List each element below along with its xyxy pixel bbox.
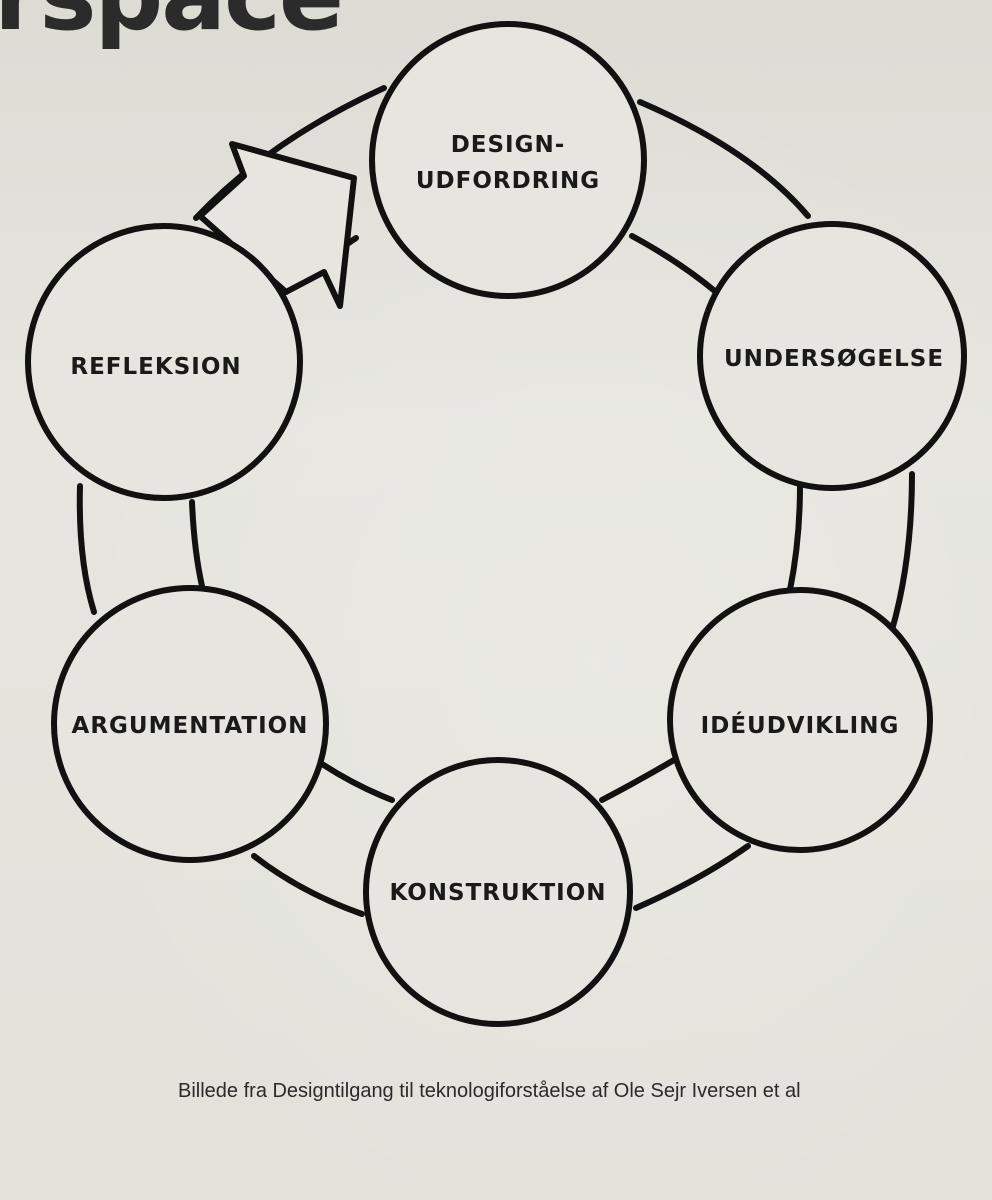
cycle-arrow-icon — [197, 141, 357, 309]
node-label-line: UNDERSØGELSE — [724, 346, 944, 372]
node-argumentation: ARGUMENTATION — [51, 585, 329, 863]
node-label-line: REFLEKSION — [70, 354, 241, 380]
node-label-line: ARGUMENTATION — [72, 713, 309, 739]
node-refleksion: REFLEKSION — [25, 223, 303, 501]
node-ideudvikling: IDÉUDVIKLING — [667, 587, 933, 853]
node-label-line: UDFORDRING — [416, 168, 600, 194]
design-process-cycle-diagram: DESIGN- UDFORDRING UNDERSØGELSE IDÉUDVIK… — [25, 21, 967, 1027]
node-designudfordring: DESIGN- UDFORDRING — [369, 21, 647, 299]
node-label-line: IDÉUDVIKLING — [701, 711, 900, 739]
slide-title-fragment: rspace — [0, 0, 344, 44]
node-konstruktion: KONSTRUKTION — [363, 757, 633, 1027]
image-credit-caption: Billede fra Designtilgang til teknologif… — [178, 1080, 801, 1102]
node-undersogelse: UNDERSØGELSE — [697, 221, 967, 491]
node-label-line: KONSTRUKTION — [389, 880, 606, 906]
node-label-line: DESIGN- — [451, 132, 566, 158]
